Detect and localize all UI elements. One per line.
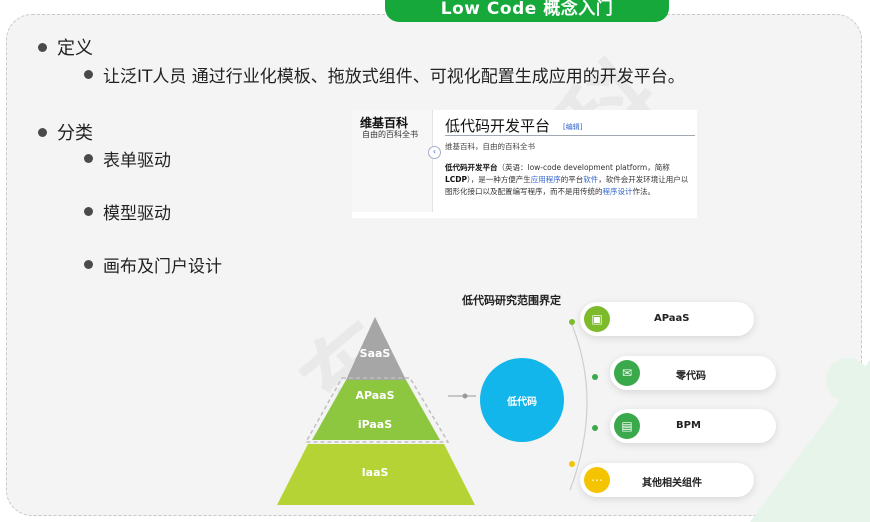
definition-text-bullet: 让泛IT人员 通过行业化模板、拖放式组件、可视化配置生成应用的开发平台。	[84, 62, 685, 87]
bullet-dot	[84, 154, 93, 163]
branch-dot	[569, 319, 575, 325]
bullet-dot	[84, 70, 93, 79]
title-divider	[445, 135, 695, 136]
wiki-link[interactable]: 应用程序	[530, 175, 561, 184]
branch-dot	[592, 425, 598, 431]
definition-heading: 定义	[57, 38, 93, 59]
pyramid-label-ipaas: iPaaS	[357, 418, 393, 431]
chat-icon: ⋯	[584, 467, 610, 493]
branch-dot	[592, 374, 598, 380]
wiki-text: ，软件会开发环境让用户以图形化接口以及配置编写程序，而不是用传统的	[445, 175, 689, 196]
briefcase-icon: ▤	[614, 413, 640, 439]
wikipedia-screenshot: 维基百科 自由的百科全书 ‹ 低代码开发平台 [编辑] 维基百科，自由的百科全书…	[352, 110, 697, 218]
center-node: 低代码	[480, 358, 564, 442]
connector-dot	[462, 393, 468, 399]
wikipedia-logo-title: 维基百科	[360, 116, 409, 130]
wiki-article-body: 低代码开发平台（英语：low-code development platform…	[445, 162, 695, 198]
definition-text: 让泛IT人员 通过行业化模板、拖放式组件、可视化配置生成应用的开发平台。	[103, 67, 685, 87]
branch-apaas: ▣ APaaS	[580, 302, 754, 336]
wiki-text: 的平台	[560, 175, 584, 184]
classification-item: 画布及门户设计	[84, 252, 222, 277]
branch-label: APaaS	[654, 313, 690, 324]
wiki-text: 作法。	[632, 187, 656, 196]
classification-item-label: 画布及门户设计	[103, 257, 222, 277]
branch-arc	[569, 319, 598, 491]
pyramid-label-saas: SaaS	[359, 347, 391, 360]
classification-heading: 分类	[57, 123, 93, 144]
wiki-tagline: 维基百科，自由的百科全书	[445, 142, 535, 151]
wiki-link[interactable]: 软件	[583, 175, 599, 184]
branch-bpm: ▤ BPM	[610, 409, 776, 443]
wikipedia-logo-subtitle: 自由的百科全书	[362, 130, 418, 139]
pyramid-label-iaas: IaaS	[361, 466, 389, 479]
bullet-dot	[38, 127, 47, 137]
definition-bullet: 定义	[38, 34, 93, 60]
paas-dashed-outline	[304, 377, 450, 443]
pyramid-layer-paas	[312, 380, 440, 440]
wiki-link[interactable]: 程序设计	[602, 187, 633, 196]
branch-dot	[569, 461, 575, 467]
bullet-dot	[84, 207, 93, 216]
message-icon: ✉	[614, 360, 640, 386]
branch-label: 零代码	[676, 371, 706, 382]
classification-item: 表单驱动	[84, 146, 171, 171]
wikipedia-logo: 维基百科 自由的百科全书	[352, 110, 433, 212]
pyramid-diagram	[277, 317, 476, 505]
branch-zero-code: ✉ 零代码	[610, 356, 776, 390]
wiki-text: ），是一种方便产生	[467, 175, 531, 184]
pyramid-layer-saas	[346, 317, 406, 380]
classification-bullet: 分类	[38, 119, 93, 145]
bullet-dot	[38, 42, 47, 52]
pyramid-layer-iaas	[277, 444, 475, 505]
classification-item: 模型驱动	[84, 199, 171, 224]
image-icon: ▣	[584, 306, 610, 332]
branch-label: BPM	[676, 420, 701, 431]
classification-item-label: 模型驱动	[103, 204, 171, 224]
wiki-edit-link[interactable]: [编辑]	[563, 123, 583, 131]
wiki-term: 低代码开发平台	[445, 163, 498, 172]
classification-item-label: 表单驱动	[103, 151, 171, 171]
wiki-article-title: 低代码开发平台	[445, 117, 551, 135]
diagram-title: 低代码研究范围界定	[462, 294, 561, 307]
wiki-abbr: LCDP	[445, 175, 468, 184]
wiki-text: （英语：low-code development platform，简称	[497, 163, 670, 172]
bullet-dot	[84, 260, 93, 269]
branch-label: 其他相关组件	[642, 478, 702, 489]
slide-title: Low Code 概念入门	[385, 0, 669, 22]
pyramid-label-apaas: APaaS	[355, 389, 395, 402]
sidebar-toggle-icon[interactable]: ‹	[428, 146, 441, 159]
branch-other: ⋯ 其他相关组件	[580, 463, 754, 497]
corner-decoration	[750, 358, 870, 522]
